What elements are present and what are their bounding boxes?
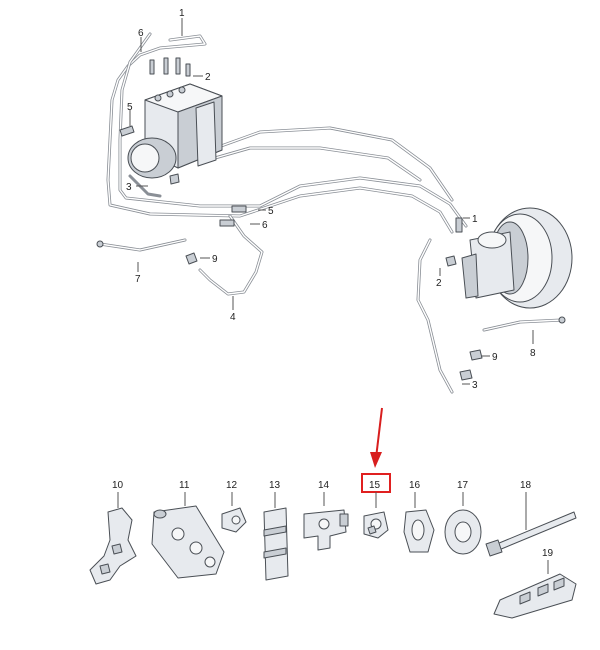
callout-4-left: 4 — [230, 312, 236, 323]
highlight-arrow — [370, 407, 383, 468]
part-label-18: 18 — [520, 480, 532, 491]
callout-7-left: 7 — [135, 274, 141, 285]
callout-leaders-top — [129, 18, 266, 310]
callout-9-left: 9 — [212, 254, 218, 265]
callout-2-right: 2 — [436, 278, 442, 289]
part-17-grommet — [444, 509, 482, 555]
callout-3-right: 3 — [472, 380, 478, 391]
part-label-12: 12 — [226, 480, 238, 491]
callout-2-top: 2 — [205, 72, 211, 83]
part-label-10: 10 — [112, 480, 124, 491]
callout-9-right: 9 — [492, 352, 498, 363]
part-label-14: 14 — [318, 480, 330, 491]
callout-labels-top: 1 6 2 5 3 5 6 9 7 4 — [126, 8, 274, 323]
part-label-17: 17 — [457, 480, 469, 491]
part-12-clip — [221, 507, 247, 533]
brake-hose-right — [459, 316, 566, 381]
callout-1-top: 1 — [179, 8, 185, 19]
callout-3-top: 3 — [126, 182, 132, 193]
callout-labels-right: 1 2 9 8 3 — [436, 214, 536, 391]
callout-5-top: 5 — [127, 102, 133, 113]
brake-booster-master-cylinder — [445, 207, 573, 309]
callout-6-top: 6 — [138, 28, 144, 39]
part-label-19: 19 — [542, 548, 554, 559]
part-19-bracket — [493, 573, 577, 619]
part-18-cable-tie — [485, 511, 577, 557]
part-15-clip — [363, 511, 389, 539]
parts-row: 10 11 12 13 14 15 16 17 18 19 — [89, 473, 577, 619]
part-13-pipe-clip — [263, 507, 289, 581]
callout-5-mid: 5 — [268, 206, 274, 217]
brake-hose-left — [96, 205, 264, 296]
callout-6-mid: 6 — [262, 220, 268, 231]
part-label-11: 11 — [179, 480, 190, 491]
part-11-holder — [151, 505, 225, 579]
part-16-clip — [403, 509, 435, 553]
callout-8-right: 8 — [530, 348, 536, 359]
part-label-15: 15 — [369, 480, 381, 491]
part-14-bracket — [303, 509, 349, 551]
callout-leaders-right — [439, 217, 534, 385]
abs-control-unit — [106, 32, 468, 394]
part-10-clip — [89, 507, 137, 585]
callout-1-right: 1 — [472, 214, 478, 225]
part-label-13: 13 — [269, 480, 281, 491]
part-label-16: 16 — [409, 480, 421, 491]
